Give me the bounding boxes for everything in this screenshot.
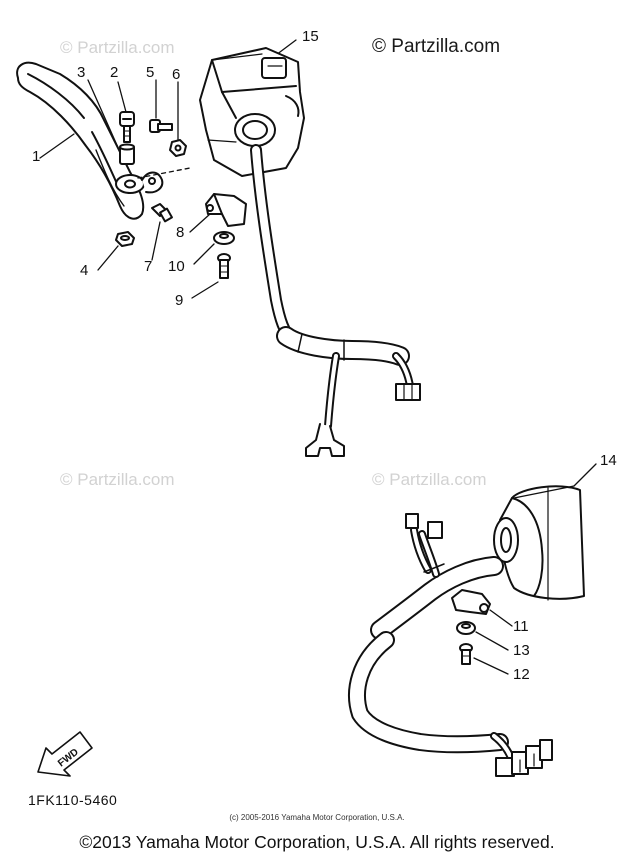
callout-2: 2 <box>110 64 119 81</box>
brake-lever <box>16 61 145 220</box>
callout-11: 11 <box>513 618 529 635</box>
callout-8: 8 <box>176 224 185 241</box>
nut-6 <box>169 139 187 157</box>
watermark-mid-left: © Partzilla.com <box>60 470 175 489</box>
callout-6: 6 <box>172 66 181 83</box>
switch-11 <box>451 589 491 615</box>
callout-5: 5 <box>146 64 155 81</box>
callout-13: 13 <box>513 642 530 659</box>
screw-5 <box>149 119 173 133</box>
screw-9 <box>217 253 231 279</box>
callout-15: 15 <box>302 28 319 45</box>
washer-10 <box>213 231 235 245</box>
fwd-arrow-icon <box>37 731 93 777</box>
callout-10: 10 <box>168 258 185 275</box>
switch-8 <box>205 193 247 227</box>
callout-14: 14 <box>600 452 617 469</box>
switch-housing-14 <box>493 485 585 601</box>
screw-12 <box>459 643 473 665</box>
callout-7: 7 <box>144 258 153 275</box>
screw-7 <box>151 203 173 223</box>
callout-3: 3 <box>77 64 86 81</box>
nut-4 <box>115 231 135 247</box>
diagram-code: 1FK110-5460 <box>28 792 118 808</box>
cable-15 <box>250 144 421 457</box>
credit-line: (c) 2005-2016 Yamaha Motor Corporation, … <box>229 813 405 822</box>
collar-3 <box>119 143 135 165</box>
bolt-2 <box>119 111 135 143</box>
watermark-top-left: © Partzilla.com <box>60 38 175 57</box>
watermark-mid-right: © Partzilla.com <box>372 470 487 489</box>
washer-13 <box>456 621 476 635</box>
leader-lines-lower <box>473 463 597 675</box>
callout-1: 1 <box>32 148 41 165</box>
leader-lines-upper <box>39 39 297 299</box>
copyright-notice: ©2013 Yamaha Motor Corporation, U.S.A. A… <box>79 832 555 852</box>
cable-14 <box>348 513 553 777</box>
switch-housing-15 <box>199 47 305 177</box>
lever-pivot <box>115 171 164 194</box>
watermark-top-right: © Partzilla.com <box>372 36 501 57</box>
callout-9: 9 <box>175 292 184 309</box>
callout-12: 12 <box>513 666 530 683</box>
callout-4: 4 <box>80 262 89 279</box>
